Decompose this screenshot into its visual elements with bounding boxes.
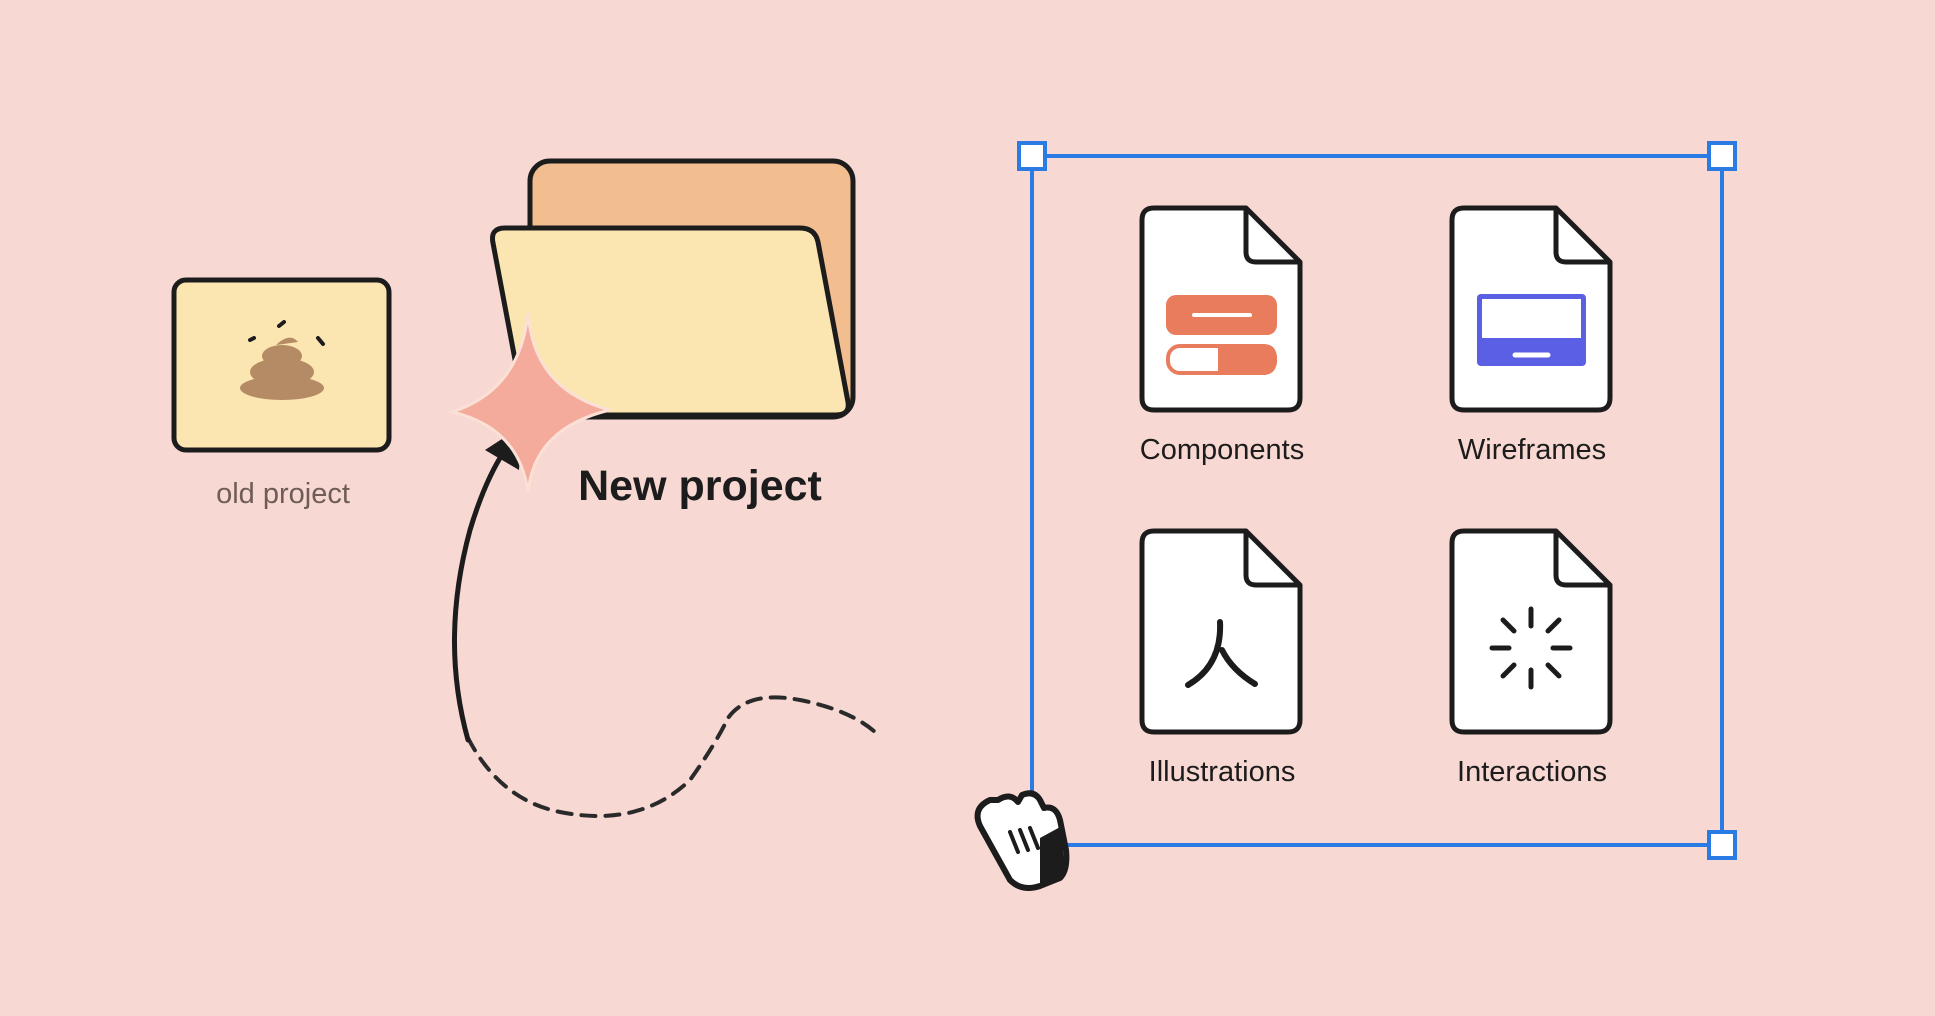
selection-handle-top-left[interactable] [1017,141,1047,171]
wireframes-label: Wireframes [1457,434,1607,466]
illustrations-label: Illustrations [1148,756,1296,788]
selection-handle-top-right[interactable] [1707,141,1737,171]
selection-box[interactable] [1017,141,1737,860]
grab-hand-cursor-icon [974,790,1070,891]
new-project-label: New project [578,462,822,510]
sparkle-icon [446,312,611,494]
interactions-file[interactable] [1449,528,1613,735]
illustrations-file[interactable] [1139,528,1303,735]
interactions-label: Interactions [1457,756,1607,788]
wireframes-file-icon [1477,294,1586,366]
new-project-folder[interactable] [446,158,856,494]
old-project-label: old project [216,478,350,510]
drag-path-dashed [466,695,877,818]
wireframes-file[interactable] [1449,205,1613,413]
illustrations-file-icon [1185,619,1258,688]
old-project-icon[interactable] [171,277,392,453]
components-label: Components [1139,434,1305,466]
drag-path-arrow [451,447,508,743]
components-file[interactable] [1139,205,1303,413]
components-file-icon [1166,295,1277,375]
folder-icon [490,158,856,420]
selection-handle-bottom-right[interactable] [1707,830,1737,860]
interactions-file-icon [1489,606,1573,690]
poop-icon [240,320,325,400]
